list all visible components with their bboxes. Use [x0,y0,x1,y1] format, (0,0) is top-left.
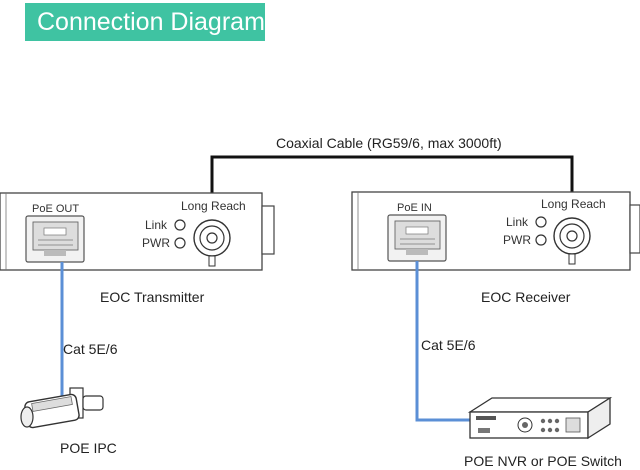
receiver-pwr-led [535,234,547,246]
ip-camera-icon [20,387,104,429]
receiver-link-led [535,216,547,228]
diagram-title: Connection Diagram [25,3,265,41]
transmitter-port-label: PoE OUT [32,203,79,215]
nvr-label: POE NVR or POE Switch [464,453,622,469]
receiver-pwr-label: PWR [503,233,531,247]
receiver-cat-label: Cat 5E/6 [421,337,476,353]
coax-cable [210,155,574,198]
receiver-link-label: Link [506,215,529,229]
receiver-bnc-connector [553,217,591,265]
transmitter-pwr-led [174,237,186,249]
transmitter-name: EOC Transmitter [100,289,205,305]
transmitter-link-label: Link [145,218,168,232]
receiver-port-label: PoE IN [397,202,432,214]
receiver-ethernet-cable [415,261,474,422]
receiver-rj45-port [387,214,447,262]
transmitter-link-led [174,219,186,231]
transmitter-cat-label: Cat 5E/6 [63,341,118,357]
transmitter-rj45-port [25,215,85,263]
transmitter-pwr-label: PWR [142,236,170,250]
transmitter-reach-label: Long Reach [181,199,246,213]
receiver-reach-label: Long Reach [541,197,606,211]
ipc-label: POE IPC [60,440,117,456]
receiver-name: EOC Receiver [481,289,571,305]
nvr-device-icon [467,396,613,440]
coax-cable-label: Coaxial Cable (RG59/6, max 3000ft) [276,135,502,151]
transmitter-bnc-connector [193,219,231,267]
